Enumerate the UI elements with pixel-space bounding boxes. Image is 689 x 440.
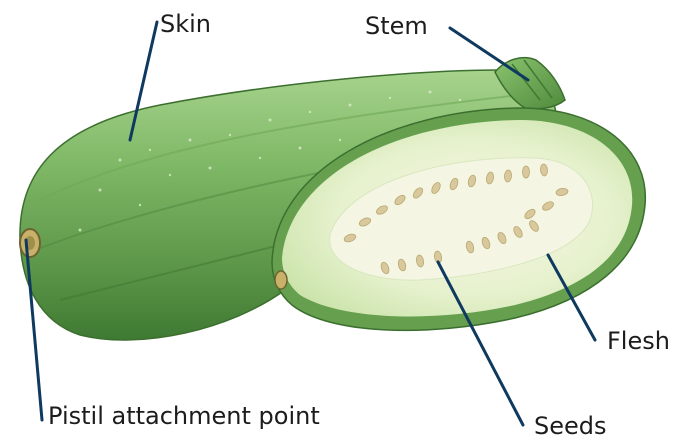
stem-label: Stem (365, 14, 428, 38)
pistil-attachment-point-label: Pistil attachment point (48, 404, 320, 428)
seeds-label: Seeds (534, 414, 607, 438)
flesh-label: Flesh (607, 329, 670, 353)
skin-label: Skin (160, 12, 211, 36)
